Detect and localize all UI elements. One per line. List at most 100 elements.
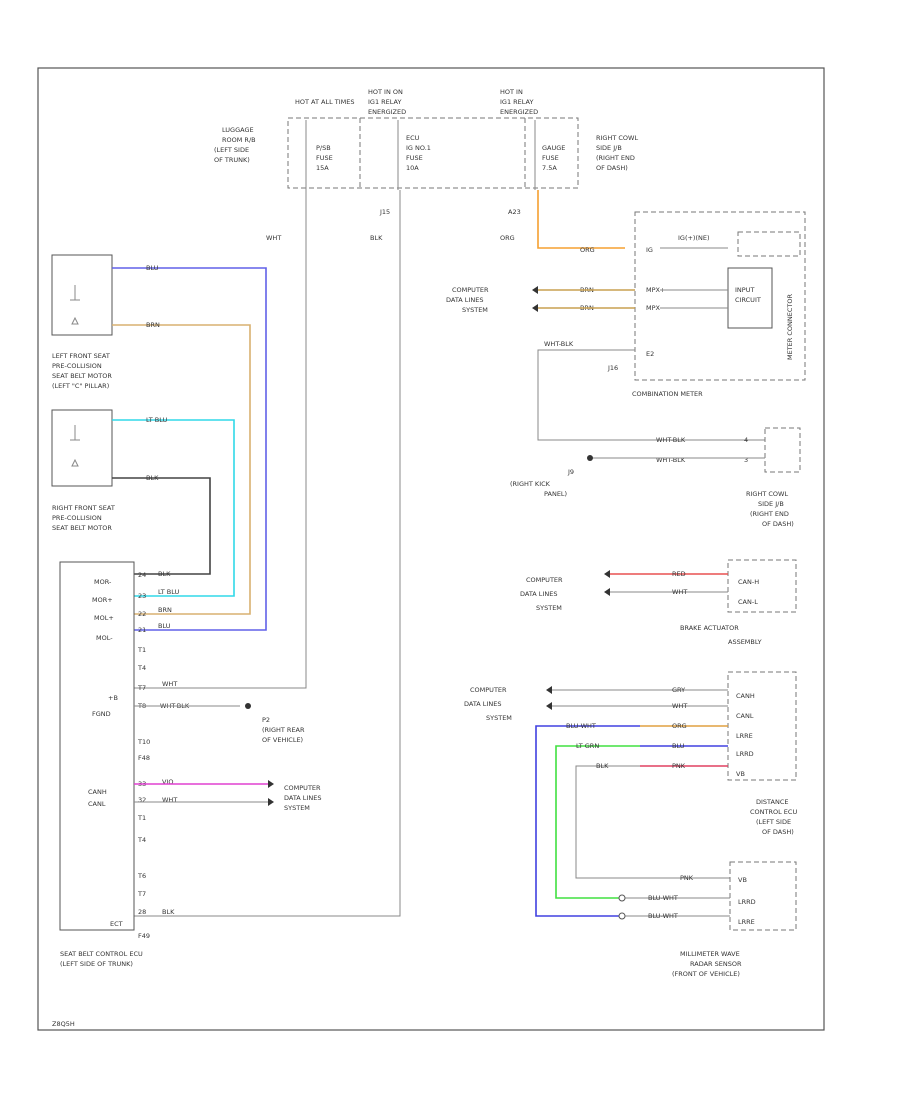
- input-circuit-box: [727, 267, 773, 329]
- input-circuit-label-2: CIRCUIT: [735, 296, 761, 304]
- fuse-center-power-2: IG1 RELAY: [368, 98, 401, 106]
- ecu-label-1: SEAT BELT CONTROL ECU: [60, 950, 143, 958]
- ecu-connector-f48: F48: [138, 754, 150, 762]
- ecu-pin-mor-minus: MOR-: [94, 578, 112, 586]
- wire-brn-mol-plus: [112, 324, 251, 615]
- data-lines-dist-2: DATA LINES: [464, 700, 501, 708]
- ecu-wire-blk: BLK: [158, 570, 171, 578]
- ecu-wire-blu: BLU: [158, 622, 171, 630]
- wire-label-org: ORG: [500, 234, 515, 242]
- distance-ecu-box: [727, 671, 797, 781]
- fuse-right-name-1: GAUGE: [542, 144, 565, 152]
- right-cowl-top-2: SIDE J/B: [596, 144, 622, 152]
- meter-pin-ig: IG: [646, 246, 653, 254]
- wire-ltgrn-lrrd: [555, 745, 640, 899]
- ecu-wire-wht: WHT: [162, 680, 177, 688]
- ecu-wire-ltblu: LT BLU: [158, 588, 180, 596]
- ground-p2-label-1: P2: [262, 716, 270, 724]
- meter-pin-mpx-plus: MPX+: [646, 286, 665, 294]
- ecu-pin-num: T4: [137, 664, 146, 672]
- meter-internal-wires: [660, 247, 728, 309]
- mm-label-3: (FRONT OF VEHICLE): [672, 970, 740, 978]
- fuse-center-name-1: ECU: [406, 134, 420, 142]
- ecu-pin-canh: CANH: [88, 788, 107, 796]
- wire-label-blk: BLK: [146, 474, 159, 482]
- ecu-pin-mol-minus: MOL-: [96, 634, 113, 642]
- dist-left-wire-blu-wht: BLU-WHT: [566, 722, 596, 730]
- mm-label-1: MILLIMETER WAVE: [680, 950, 740, 958]
- millimeter-sensor-box: [729, 861, 797, 931]
- dist-pin-vb: VB: [736, 770, 745, 778]
- ground-p2-label-2: (RIGHT REAR: [262, 726, 305, 734]
- wire-org-ig: [537, 190, 625, 249]
- luggage-jb-label-3: (LEFT SIDE: [214, 146, 249, 154]
- right-cowl-label-2: SIDE J/B: [758, 500, 784, 508]
- dist-pin-lrre: LRRE: [736, 732, 753, 740]
- ecu-pin-fgnd: FGND: [92, 710, 111, 718]
- fuse-right-name-2: FUSE: [542, 154, 559, 162]
- right-motor-box: [51, 409, 113, 487]
- connector-point: [618, 894, 626, 902]
- fuse-right-power-3: ENERGIZED: [500, 108, 538, 116]
- brake-label-2: ASSEMBLY: [728, 638, 762, 646]
- wire-label-blk-top: BLK: [370, 234, 383, 242]
- ecu-wire-blk-2: BLK: [162, 908, 175, 916]
- ground-p2-point: [245, 703, 251, 709]
- data-lines-meter-3: SYSTEM: [462, 306, 488, 314]
- ecu-pin-numbers: 24 23 22 21 T1 T4 T7 T8 T10 33 32 T1 T4 …: [137, 571, 150, 916]
- cowl-pin-1: 4: [744, 436, 748, 444]
- left-motor-label-4: (LEFT "C" PILLAR): [52, 382, 109, 390]
- right-cowl-top-1: RIGHT COWL: [596, 134, 638, 142]
- ecu-pin-num: T7: [137, 890, 146, 898]
- input-circuit-label-1: INPUT: [735, 286, 754, 294]
- dist-wire-pnk: PNK: [672, 762, 686, 770]
- footer-code: Z8Q5H: [52, 1020, 75, 1028]
- ecu-pin-plus-b: +B: [108, 694, 118, 702]
- mm-wire-pnk: PNK: [680, 874, 694, 882]
- data-arrow-icon: [268, 780, 274, 806]
- right-motor-icon: [70, 425, 80, 467]
- right-cowl-jb-box: [764, 427, 801, 473]
- ecu-connector-f49: F49: [138, 932, 150, 940]
- ecu-pin-num: 22: [138, 610, 146, 618]
- ground-j9-point: [587, 455, 593, 461]
- luggage-jb-label-4: OF TRUNK): [214, 156, 250, 164]
- mm-pin-lrre: LRRE: [738, 918, 755, 926]
- connector-point: [618, 912, 626, 920]
- fuse-center-name-3: FUSE: [406, 154, 423, 162]
- ecu-wire-wht-2: WHT: [162, 796, 177, 804]
- data-lines-meter-2: DATA LINES: [446, 296, 483, 304]
- data-lines-dist-3: SYSTEM: [486, 714, 512, 722]
- combination-meter-outline: [634, 211, 806, 381]
- ecu-pin-num: 23: [138, 592, 146, 600]
- brake-wire-red: RED: [672, 570, 686, 578]
- cowl-wire-1: WHT-BLK: [656, 436, 686, 444]
- data-arrow-icon: [546, 686, 552, 710]
- meter-connector-label: METER CONNECTOR: [786, 294, 794, 360]
- fuse-left-power: HOT AT ALL TIMES: [295, 98, 355, 106]
- dist-label-4: OF DASH): [762, 828, 794, 836]
- ecu-pin-num: T1: [137, 646, 146, 654]
- data-lines-brake-2: DATA LINES: [520, 590, 557, 598]
- data-lines-left-2: DATA LINES: [284, 794, 321, 802]
- ecu-pin-num: T4: [137, 836, 146, 844]
- wire-blu-mol-minus: [112, 267, 267, 631]
- luggage-jb-label-1: LUGGAGE: [222, 126, 254, 134]
- data-arrow-icon: [604, 570, 610, 596]
- ecu-pin-num: 28: [138, 908, 146, 916]
- brake-pin-canh: CAN-H: [738, 578, 759, 586]
- dist-label-2: CONTROL ECU: [750, 808, 797, 816]
- meter-wire-org: ORG: [580, 246, 595, 254]
- right-cowl-top-3: (RIGHT END: [596, 154, 635, 162]
- fuse-right-power-2: IG1 RELAY: [500, 98, 533, 106]
- seat-belt-ecu-box: [59, 561, 135, 931]
- dist-pin-canl: CANL: [736, 712, 754, 720]
- ecu-pin-ect: ECT: [110, 920, 123, 928]
- dist-wire-wht: WHT: [672, 702, 687, 710]
- left-motor-label-3: SEAT BELT MOTOR: [52, 372, 112, 380]
- right-motor-label-1: RIGHT FRONT SEAT: [52, 504, 115, 512]
- wire-wht-plus-b: [134, 190, 307, 689]
- meter-ign-box: [737, 231, 801, 257]
- wire-blk-mor-minus: [112, 477, 211, 575]
